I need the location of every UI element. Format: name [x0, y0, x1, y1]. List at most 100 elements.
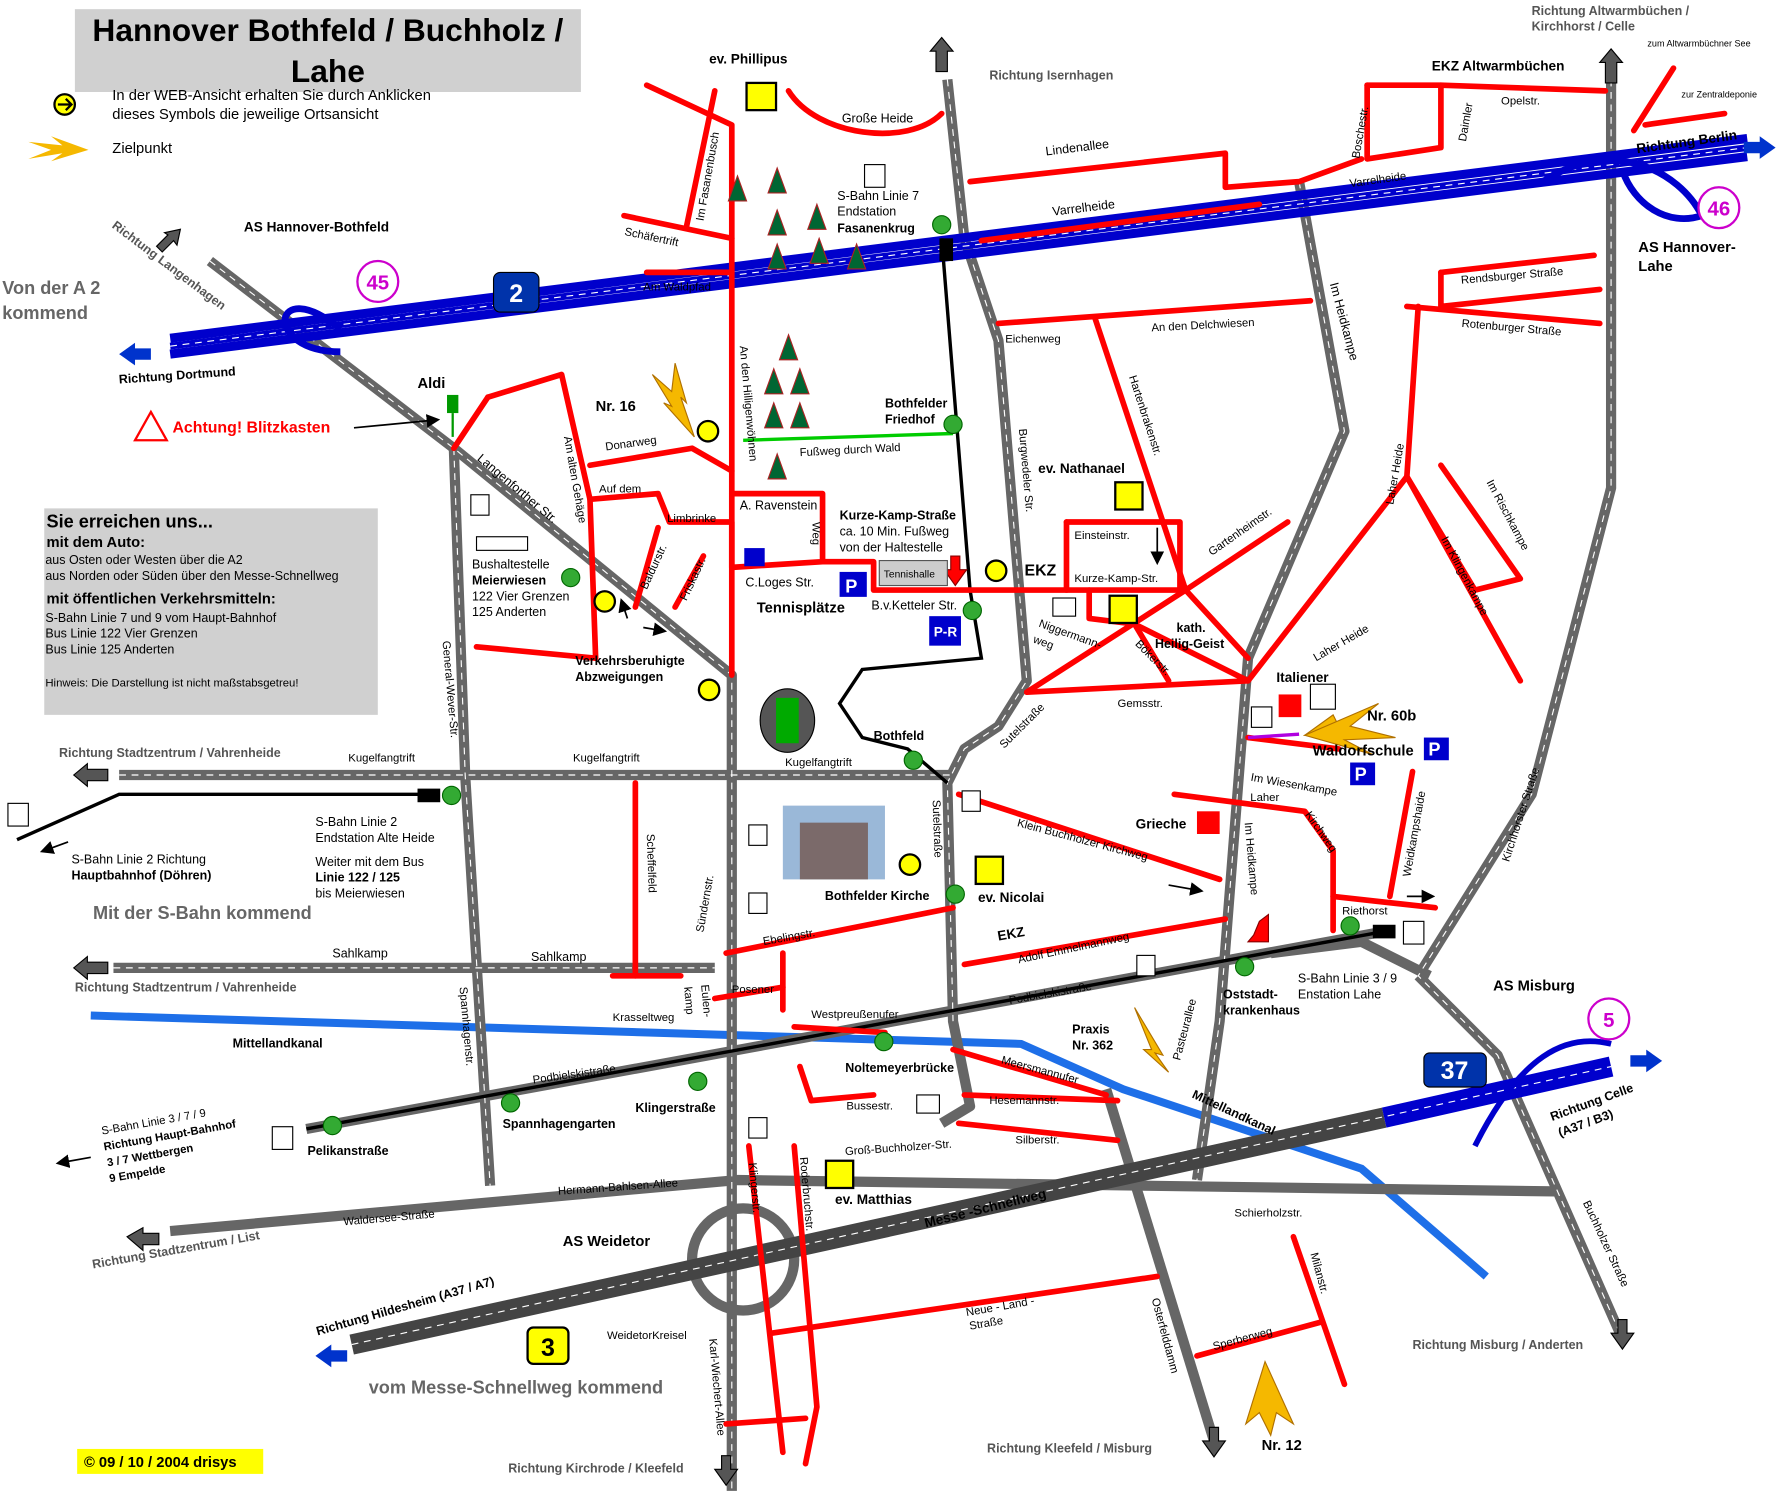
no-entry-icon — [744, 548, 765, 567]
label: Pelikanstraße — [307, 1144, 388, 1158]
label: ev. Phillipus — [709, 52, 788, 67]
label: Gemsstr. — [1118, 698, 1163, 710]
label: Richtung Kleefeld / Misburg — [987, 1441, 1152, 1455]
label: Friskastr. — [678, 556, 708, 603]
a2-motorway — [169, 134, 1748, 359]
label: Weg — [809, 522, 821, 545]
view-symbol-icons[interactable] — [593, 419, 1008, 876]
label: Posener — [732, 984, 774, 996]
label: Lahe — [1638, 259, 1672, 275]
page-title-line2: Lahe — [291, 53, 365, 89]
exit-45-badge — [356, 259, 400, 304]
label: Kugelfangtrift — [785, 757, 853, 769]
label: Kirchhorst / Celle — [1532, 20, 1635, 34]
label: A. Ravenstein — [740, 499, 818, 513]
messe-schnellweg — [349, 1038, 1614, 1355]
label: Nr. 16 — [596, 399, 636, 415]
motorway-arrow-icons — [119, 136, 1776, 1368]
church-photo-building — [799, 822, 868, 880]
label: Nr. 362 — [1072, 1039, 1113, 1053]
road3-shield-number: 3 — [541, 1334, 555, 1362]
stadium-icon — [759, 688, 816, 753]
label: EKZ — [996, 924, 1025, 944]
copyright: © 09 / 10 / 2004 drisys — [84, 1455, 237, 1471]
label: Kugelfangtrift — [348, 752, 416, 764]
legend-target-text: Zielpunkt — [112, 141, 172, 157]
exit-46-number: 46 — [1708, 199, 1731, 221]
label: Kirchweg — [1302, 810, 1339, 855]
label: Richtung Misburg / Anderten — [1413, 1338, 1584, 1352]
label: Groß-Buchholzer-Str. — [845, 1139, 953, 1158]
label: Am Waldpfad — [643, 282, 711, 294]
label: EKZ — [1025, 562, 1057, 579]
label: Einsteinstr. — [1074, 530, 1129, 542]
a37-shield-number: 37 — [1441, 1057, 1469, 1085]
info-pt-heading: mit öffentlichen Verkehrsmitteln: — [47, 592, 276, 608]
label: Abzweigungen — [575, 670, 663, 684]
info-box — [44, 508, 378, 715]
a2-shield-number: 2 — [509, 280, 523, 308]
fuel-station-icons — [470, 494, 1273, 1139]
label: ca. 10 Min. Fußweg — [840, 525, 950, 539]
label: Sahlkamp — [531, 950, 587, 964]
label: Scheffelfeld — [644, 834, 658, 893]
label: Klingerstr. — [746, 1162, 762, 1213]
info-pt-1: S-Bahn Linie 7 und 9 vom Haupt-Bahnhof — [45, 611, 276, 625]
label: S-Bahn Linie 3 / 9 — [1298, 972, 1397, 986]
label: Oststadt- — [1223, 988, 1278, 1002]
purple-path — [1247, 732, 1300, 740]
label: Sahlkamp — [332, 947, 388, 961]
label: S-Bahn Linie 2 — [315, 815, 397, 829]
label: Daimler — [1457, 102, 1476, 143]
label: 125 Anderten — [472, 605, 546, 619]
label: Im Heidkampe — [1242, 822, 1260, 896]
label: Im Rischkampe — [1484, 478, 1531, 553]
label: Von der A 2 — [2, 278, 100, 298]
label: Tennisplätze — [757, 601, 845, 617]
info-heading: Sie erreichen uns... — [47, 512, 213, 532]
label: Sperberweg — [1212, 1326, 1274, 1353]
label: Verkehrsberuhigte — [575, 654, 685, 668]
label: Riethorst — [1342, 906, 1388, 918]
label: An den Delchwiesen — [1151, 317, 1255, 334]
label: Endstation Alte Heide — [315, 831, 434, 845]
label: Nr. 60b — [1367, 709, 1416, 725]
label: Eulen- — [698, 984, 713, 1018]
label: Praxis — [1072, 1023, 1110, 1037]
a37-shield — [1423, 1052, 1487, 1088]
label: Silberstr. — [1015, 1135, 1059, 1147]
forest-icon — [727, 166, 867, 480]
red-destination-arrows — [942, 555, 1270, 943]
label: Mittellandkanal — [233, 1036, 323, 1050]
page-title: Hannover Bothfeld / Buchholz / — [92, 12, 563, 48]
train-icons — [7, 164, 1425, 1150]
label: Buchholzer Straße — [1580, 1199, 1631, 1289]
label: Schierholzstr. — [1234, 1207, 1302, 1219]
label: AS Hannover-Bothfeld — [244, 220, 389, 235]
label: Waldorfschule — [1313, 744, 1414, 760]
label: zum Altwarmbüchner See — [1647, 39, 1750, 49]
label: Eichenweg — [1005, 334, 1060, 346]
label: Meersmannufer — [1000, 1054, 1080, 1086]
a2-shield — [492, 271, 540, 313]
legend-view-text-2: dieses Symbols die jeweilige Ortsansicht — [112, 107, 378, 123]
label: B.v.Ketteler Str. — [871, 598, 957, 612]
label: EKZ Altwarmbüchen — [1432, 58, 1565, 73]
label: Sutelstraße — [930, 800, 944, 858]
exit-46-badge — [1697, 186, 1741, 230]
label: zur Zentraldeponie — [1681, 90, 1757, 100]
label: Mit der S-Bahn kommend — [93, 903, 312, 923]
label: AS Hannover- — [1638, 240, 1736, 256]
label: Grieche — [1136, 816, 1187, 831]
exit-5-number: 5 — [1603, 1010, 1614, 1032]
label: C.Loges Str. — [745, 576, 814, 590]
info-car-heading: mit dem Auto: — [47, 535, 145, 551]
legend-view-text: In der WEB-Ansicht erhalten Sie durch An… — [112, 88, 431, 104]
label: Enstation Lahe — [1298, 988, 1381, 1002]
label: Limbrinke — [667, 513, 716, 525]
info-car-1: aus Osten oder Westen über die A2 — [45, 553, 242, 567]
target-arrow-icon — [28, 136, 89, 162]
label: Hartenbrakenstr. — [1126, 374, 1163, 457]
mail-icons — [916, 597, 1077, 1114]
